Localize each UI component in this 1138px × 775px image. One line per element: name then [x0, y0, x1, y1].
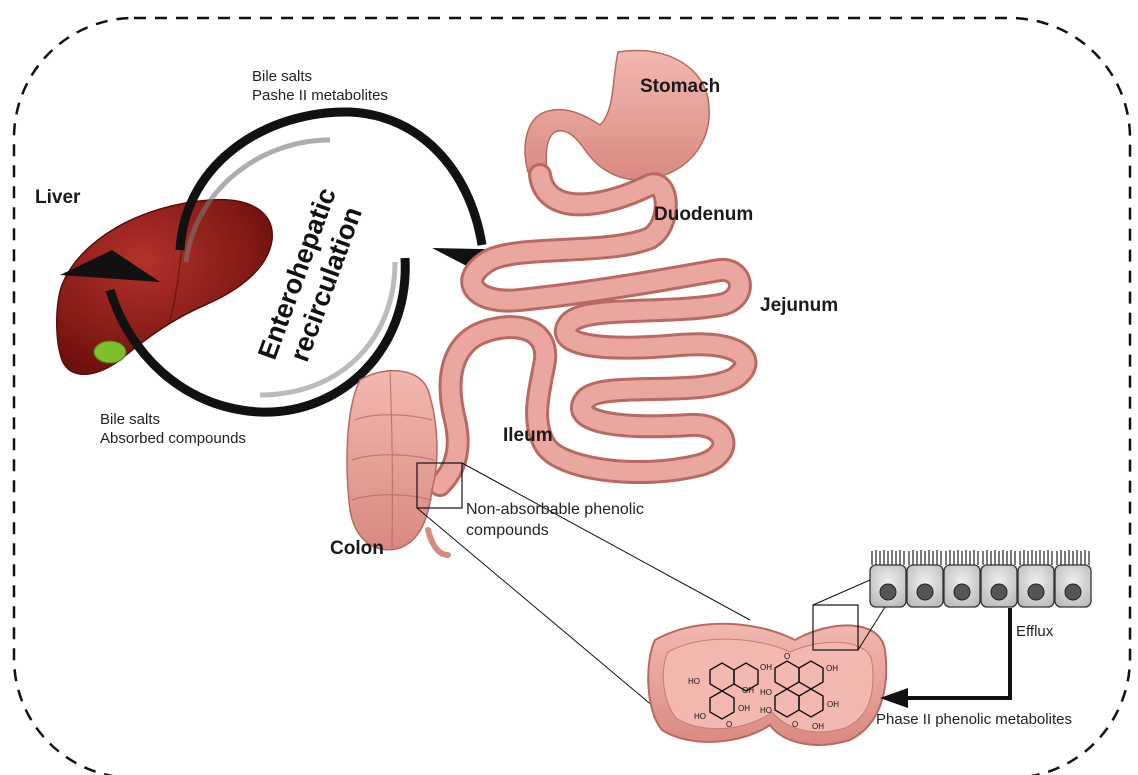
- stomach-illustration: [525, 50, 709, 179]
- non-absorbable-note: Non-absorbable phenolic compounds: [466, 499, 644, 541]
- liver-illustration: [57, 200, 272, 375]
- molecule-atom-label: OH: [826, 664, 838, 673]
- bottom-flow-line1: Bile salts: [100, 410, 246, 429]
- molecule-atom-label: O: [784, 652, 790, 661]
- top-flow-line1: Bile salts: [252, 67, 388, 86]
- cell-nucleus: [954, 584, 970, 600]
- gallbladder: [94, 341, 126, 363]
- molecule-atom-label: OH: [827, 700, 839, 709]
- label-jejunum: Jejunum: [760, 295, 838, 317]
- top-flow-line2: Pashe II metabolites: [252, 86, 388, 105]
- label-stomach: Stomach: [640, 76, 720, 98]
- molecule-atom-label: HO: [760, 688, 772, 697]
- efflux-arrow: [880, 608, 1010, 708]
- molecule-atom-label: OH: [812, 722, 824, 731]
- molecule-atom-label: OH: [738, 704, 750, 713]
- molecule-atom-label: HO: [760, 706, 772, 715]
- enterocyte-cell-row: [870, 550, 1091, 607]
- top-flow-note: Bile salts Pashe II metabolites: [252, 67, 388, 105]
- molecule-atom-label: HO: [688, 677, 700, 686]
- cell-nucleus: [880, 584, 896, 600]
- cell-nucleus: [1065, 584, 1081, 600]
- colon-cross-section: [648, 624, 886, 745]
- molecule-atom-label: OH: [760, 663, 772, 672]
- molecule-atom-label: HO: [694, 712, 706, 721]
- label-liver: Liver: [35, 187, 80, 209]
- label-duodenum: Duodenum: [654, 204, 753, 226]
- molecule-atom-label: OH: [742, 686, 754, 695]
- molecule-atom-label: O: [792, 720, 798, 729]
- bottom-flow-note: Bile salts Absorbed compounds: [100, 410, 246, 448]
- zoom-guide-line: [813, 580, 870, 605]
- non-absorbable-line1: Non-absorbable phenolic: [466, 499, 644, 520]
- cell-nucleus: [1028, 584, 1044, 600]
- microvilli: [872, 550, 1089, 565]
- cell-nucleus: [917, 584, 933, 600]
- non-absorbable-line2: compounds: [466, 520, 644, 541]
- molecule-atom-label: O: [726, 720, 732, 729]
- zoom-guide-line: [462, 463, 750, 620]
- label-ileum: Ileum: [503, 425, 553, 447]
- phase2-metabolites-label: Phase II phenolic metabolites: [876, 710, 1072, 729]
- cell-nucleus: [991, 584, 1007, 600]
- bottom-flow-line2: Absorbed compounds: [100, 429, 246, 448]
- label-colon: Colon: [330, 538, 384, 560]
- efflux-label: Efflux: [1016, 622, 1053, 641]
